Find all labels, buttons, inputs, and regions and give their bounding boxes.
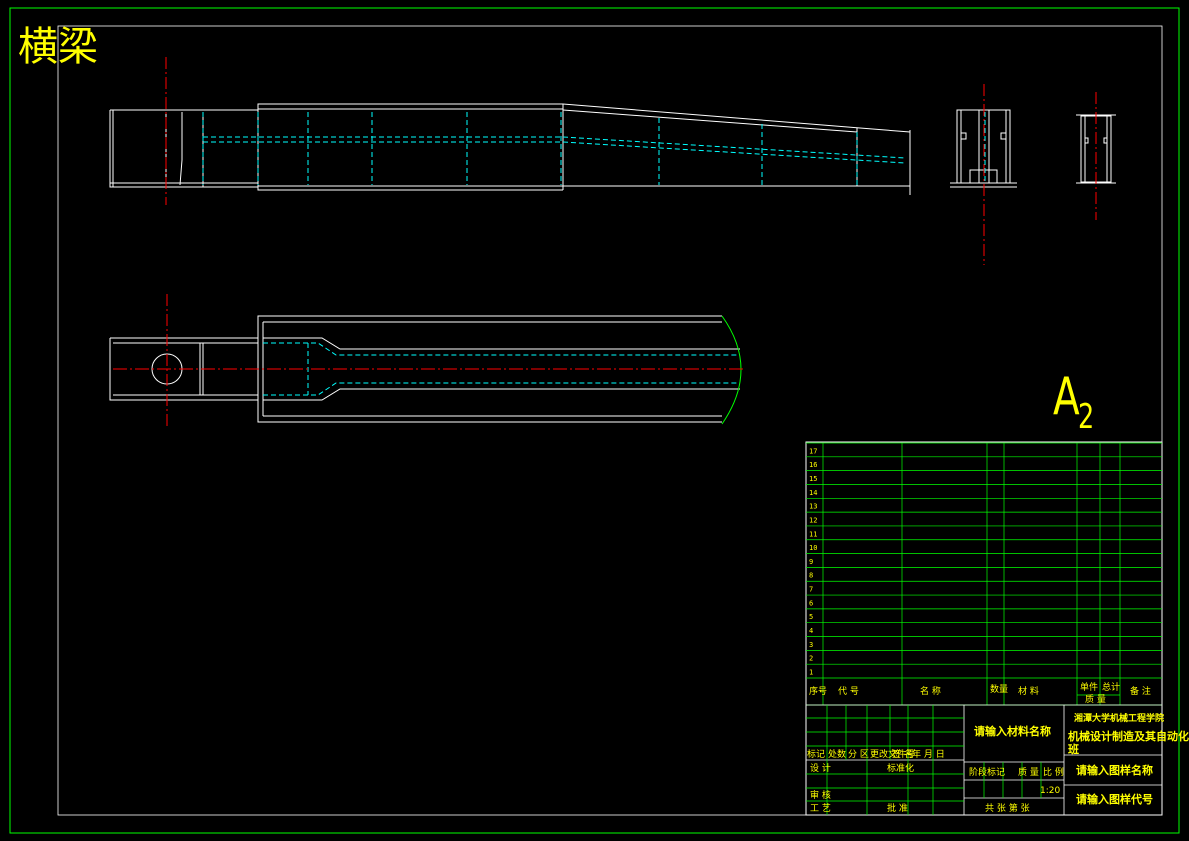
major-overflow: 班 (1068, 742, 1079, 756)
bom-header-total: 总计 (1102, 681, 1120, 693)
revision-row-label: 处数 (828, 748, 846, 760)
bom-row-number: 10 (809, 544, 817, 552)
side-view-section-1 (950, 84, 1017, 265)
revision-row-label: 标记 (807, 748, 825, 760)
bom-row-number: 2 (809, 655, 813, 663)
top-view-break-line (721, 315, 742, 425)
sheet-size-number: 2 (1078, 397, 1094, 437)
revision-row-label: 年 月 日 (912, 748, 945, 760)
bom-row-number: 1 (809, 669, 813, 677)
bom-header-qty: 数量 (990, 683, 1008, 695)
bom-header-seq: 序号 (809, 685, 827, 697)
bom-row-number: 11 (809, 530, 817, 538)
bom-header-name: 名 称 (920, 685, 941, 697)
front-view (109, 57, 911, 205)
bom-row-number: 4 (809, 627, 813, 635)
material-placeholder: 请输入材料名称 (974, 724, 1051, 738)
bom-row-number: 15 (809, 475, 817, 483)
revision-row-label: 分 区 (848, 749, 869, 760)
drawing-code-placeholder: 请输入图样代号 (1076, 792, 1153, 806)
approve-label: 批 准 (887, 802, 908, 814)
standard-label: 标准化 (887, 762, 914, 774)
inner-frame (57, 25, 1163, 816)
bom-row-number: 8 (809, 572, 813, 580)
bom-header-weight: 质 量 (1085, 693, 1106, 705)
reviewer-label: 审 核 (810, 789, 831, 801)
bom-header-code: 代 号 (838, 686, 859, 697)
bom-row-number: 16 (809, 461, 817, 469)
sheet-size-letter: A (1053, 365, 1080, 426)
bom-header-material: 材 料 (1018, 685, 1039, 697)
bom-row-number: 14 (809, 489, 817, 497)
bom-row-number: 3 (809, 641, 813, 649)
bom-row-number: 12 (809, 516, 817, 524)
bom-row-number: 17 (809, 447, 817, 455)
bom-header-remark: 备 注 (1130, 685, 1151, 697)
drawing-title: 横梁 (18, 24, 98, 70)
revision-row-label: 签 名 (892, 748, 913, 760)
bom-row-number: 7 (809, 586, 813, 594)
process-label: 工 艺 (810, 803, 831, 814)
school-name: 湘潭大学机械工程学院 (1074, 712, 1164, 724)
weight-label: 质 量 (1018, 766, 1039, 778)
top-view (109, 294, 745, 428)
bom-row-number: 5 (809, 613, 813, 621)
scale-label: 比 例 (1043, 766, 1064, 778)
side-view-section-2 (1076, 92, 1116, 220)
stage-label: 阶段标记 (969, 766, 1005, 778)
bom-row-number: 6 (809, 599, 813, 607)
outer-frame (9, 7, 1180, 834)
bom-row-number: 9 (809, 558, 813, 566)
bom-header-unit: 单件 (1080, 681, 1098, 693)
sheets-label: 共 张 第 张 (985, 802, 1030, 814)
major-name: 机械设计制造及其自动化 (1068, 729, 1189, 743)
bom-row-number: 13 (809, 503, 817, 511)
designer-label: 设 计 (810, 762, 831, 774)
drawing-name-placeholder: 请输入图样名称 (1076, 763, 1153, 777)
scale-value: 1:20 (1040, 786, 1060, 796)
revision-row-label: 更改文件号 (870, 748, 915, 760)
